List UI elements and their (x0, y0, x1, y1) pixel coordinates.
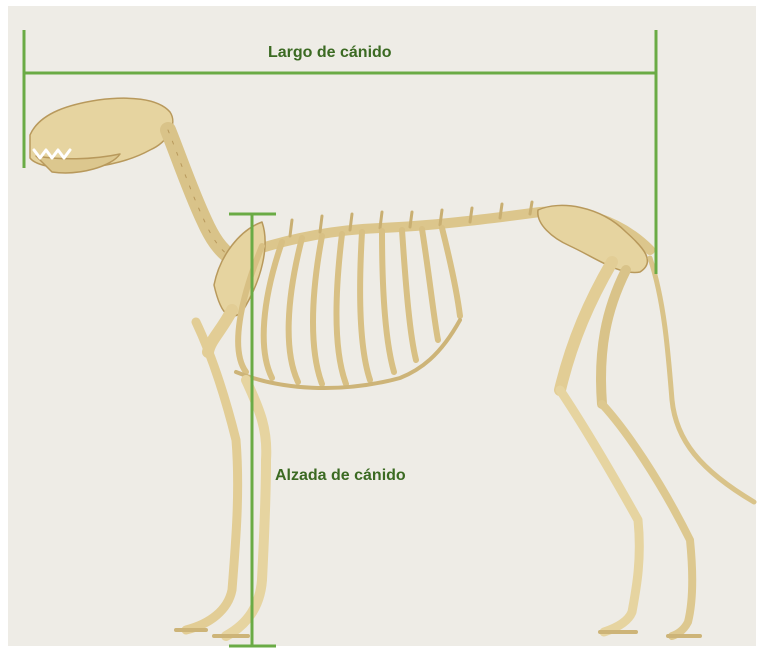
pelvis (538, 205, 648, 272)
humerus (208, 310, 232, 352)
tail (650, 258, 754, 502)
length-label: Largo de cánido (268, 44, 392, 62)
height-label: Alzada de cánido (275, 467, 406, 485)
dog-skeleton (30, 98, 754, 636)
front-leg-far (186, 322, 238, 630)
neck-vertebrae (168, 130, 232, 258)
femur-far (601, 270, 626, 404)
hind-leg-far (602, 404, 692, 636)
hind-leg-near (560, 390, 639, 632)
